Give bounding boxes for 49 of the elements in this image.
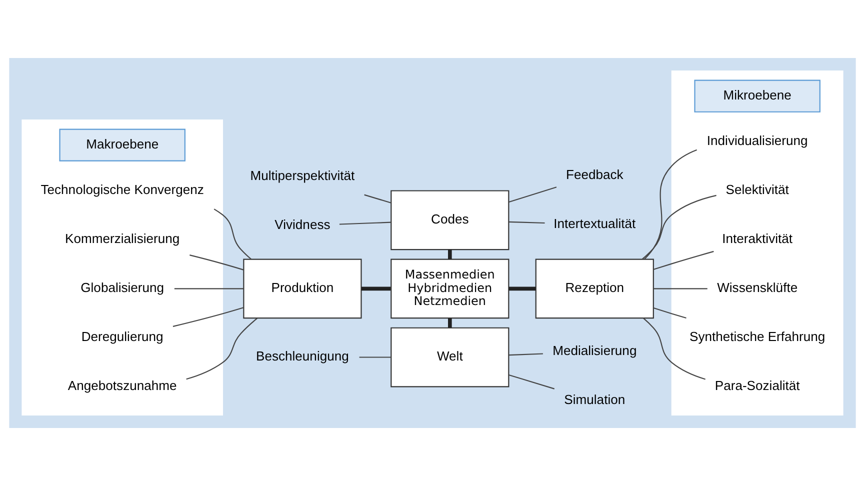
node-box: Rezeption <box>534 258 654 319</box>
node-box: Massenmedien Hybridmedien Netzmedien <box>390 258 509 319</box>
connector <box>358 356 391 358</box>
connector <box>508 286 536 291</box>
connector <box>652 307 686 319</box>
connector <box>360 286 390 291</box>
connector <box>172 307 243 327</box>
node-text: Simulation <box>564 392 625 408</box>
node-text: Wissensklüfte <box>716 280 798 296</box>
cluster <box>670 70 843 416</box>
connector <box>508 374 554 390</box>
node-text: Kommerzialisierung <box>64 231 180 246</box>
node-box: Welt <box>390 327 509 388</box>
connector <box>448 250 452 260</box>
connector <box>364 194 391 204</box>
node-box: Mikroebene <box>694 80 820 112</box>
node-box: Makroebene <box>58 128 185 162</box>
connector <box>448 318 452 328</box>
connector <box>508 221 544 224</box>
node-text: Synthetische Erfahrung <box>689 329 825 344</box>
node-text: Feedback <box>566 166 623 182</box>
node-text: Interaktivität <box>722 231 792 246</box>
node-text: Technologische Konvergenz <box>40 182 204 198</box>
connector <box>174 288 243 290</box>
connector <box>652 250 714 270</box>
node-text: Globalisierung <box>80 280 164 296</box>
connector <box>653 288 707 290</box>
node-text: Individualisierung <box>706 133 808 148</box>
node-text: Beschleunigung <box>256 348 348 364</box>
node-text: Vividness <box>274 216 330 232</box>
connector <box>508 353 542 356</box>
connector <box>508 186 556 203</box>
node-text: Deregulierung <box>80 329 163 344</box>
connector <box>643 149 697 260</box>
connector <box>338 222 391 225</box>
node-text: Para-Sozialität <box>714 378 800 394</box>
connector <box>189 254 243 270</box>
node-box: Codes <box>390 190 509 250</box>
connector <box>642 318 705 380</box>
node-text: Multiperspektivität <box>250 168 354 183</box>
node-text: Medialisierung <box>552 343 636 358</box>
node-text: Selektivität <box>725 182 788 198</box>
connector <box>186 318 257 380</box>
connector <box>213 208 252 260</box>
node-text: Angebotszunahme <box>67 378 176 394</box>
node-box: Produktion <box>242 258 362 319</box>
node-text: Intertextualität <box>553 216 636 231</box>
cluster <box>21 119 223 416</box>
connector <box>642 194 716 260</box>
